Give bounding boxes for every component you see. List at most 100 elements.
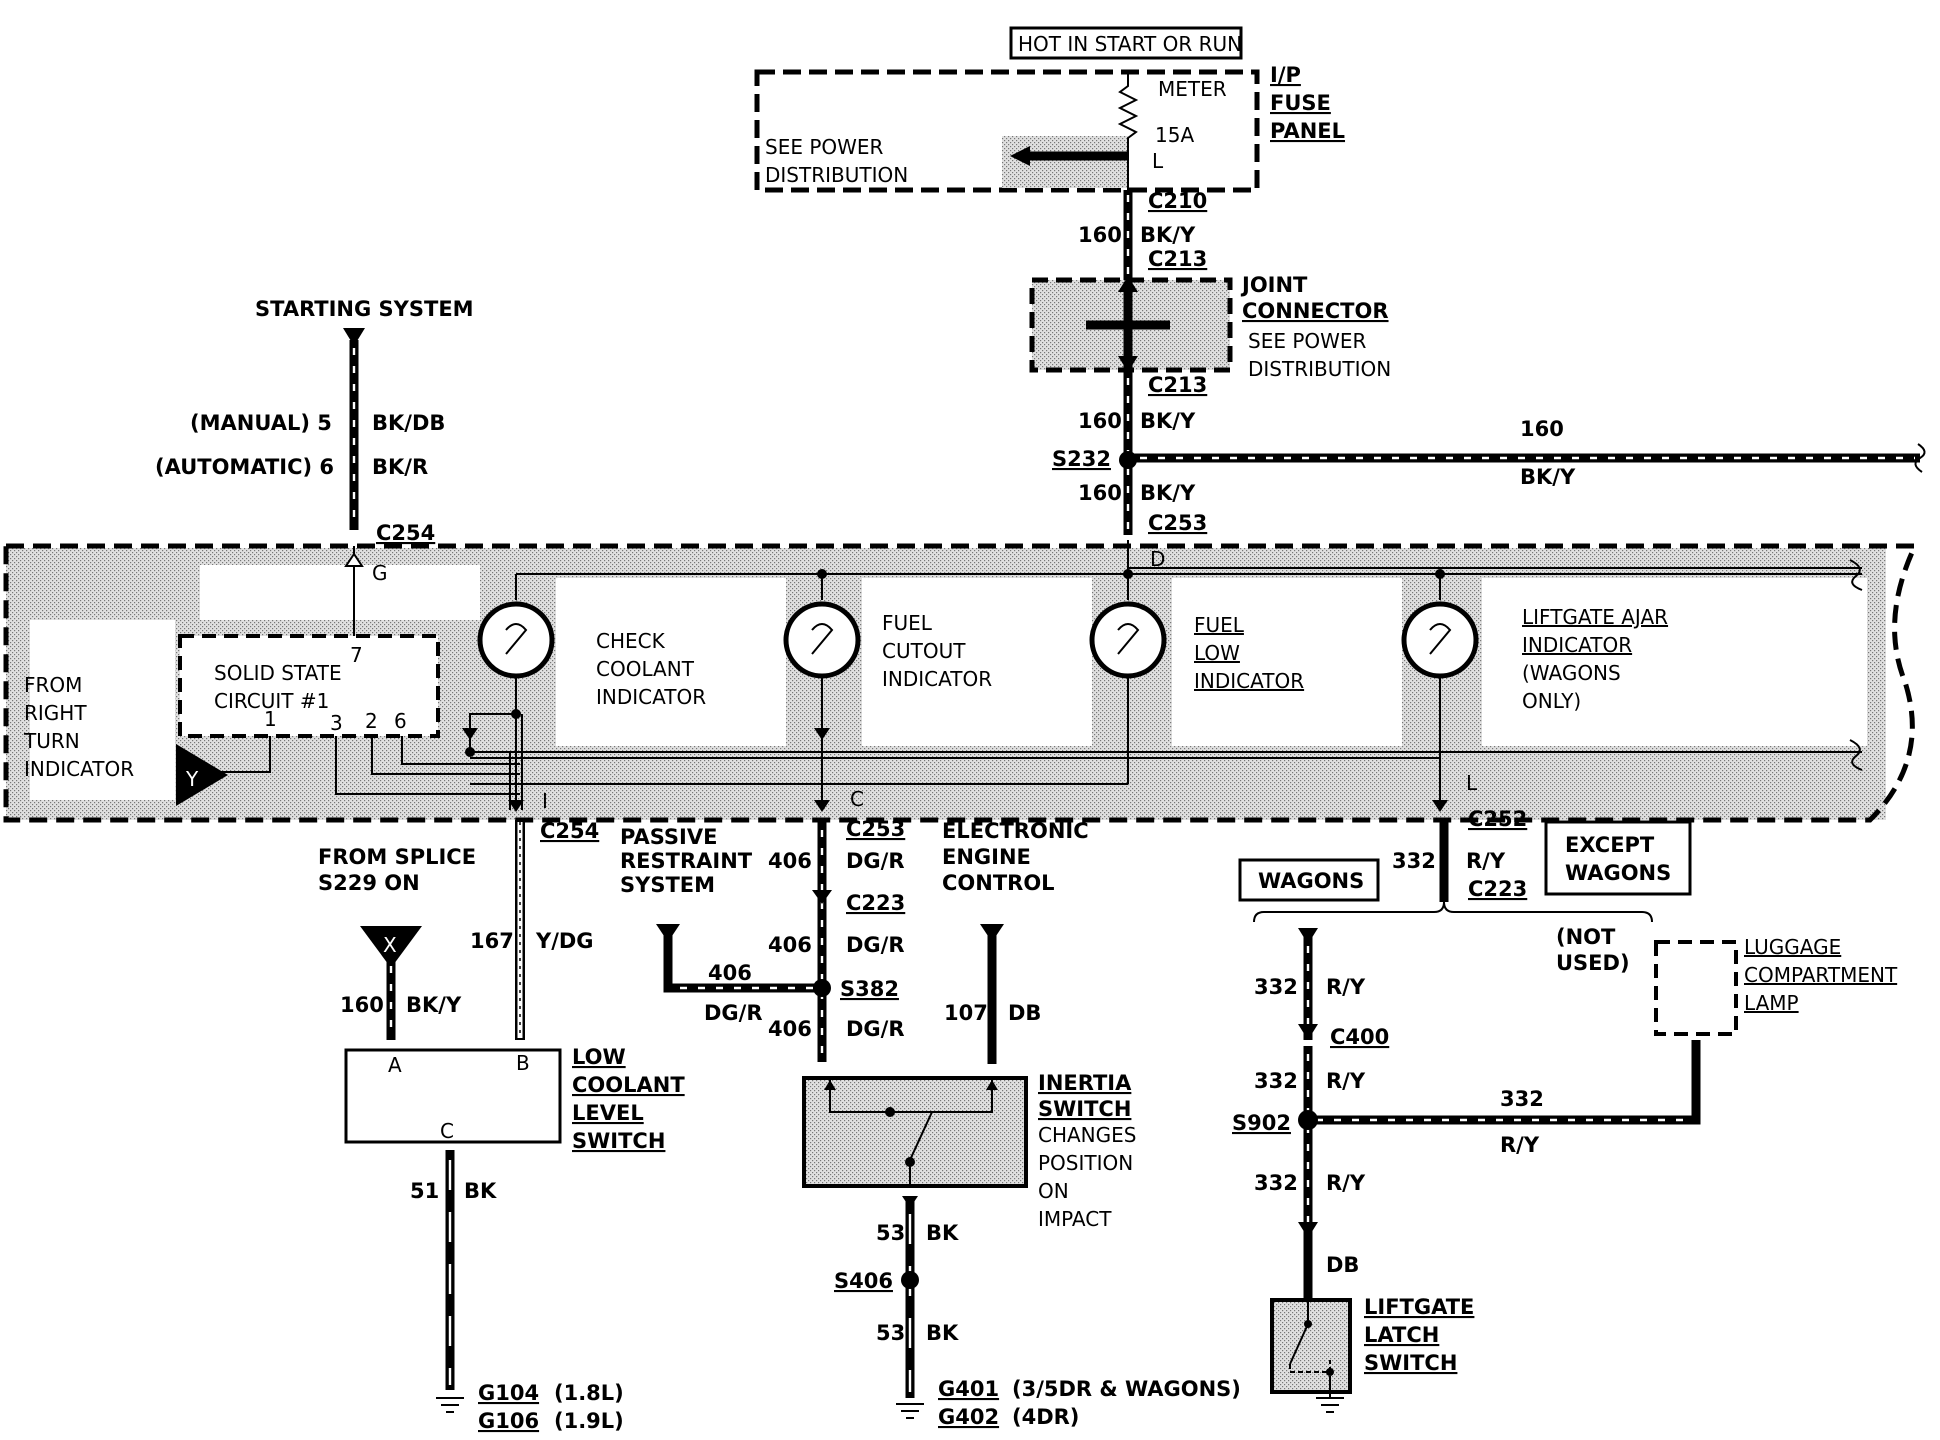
conn-c254-a: C254 [376,521,435,545]
conn-c213-a: C213 [1148,247,1207,271]
circ-107: 107 [944,1001,988,1025]
check-coolant-2: COOLANT [596,657,695,681]
passive-1: PASSIVE [620,825,717,849]
from-right-3: TURN [23,729,80,753]
starting-system: STARTING SYSTEM (MANUAL) 5 BK/DB (AUTOMA… [155,297,474,545]
check-coolant-1: CHECK [596,629,666,653]
liftgate-ajar-2: INDICATOR [1522,633,1632,657]
splice-s232: S232 [1052,447,1111,471]
lcs-title-4: SWITCH [572,1129,665,1153]
ssc-pin-1: 1 [264,707,277,731]
splice-s406: S406 [834,1269,893,1293]
luggage-1: LUGGAGE [1744,935,1841,959]
instrument-cluster: SOLID STATE CIRCUIT #1 7 1 3 2 6 G Y [3,540,1919,823]
conn-c253-a: C253 [1148,511,1207,535]
circ-406-b: 406 [768,933,812,957]
inertia-title-3: CHANGES [1038,1123,1136,1147]
y-marker-label: Y [185,767,199,791]
inertia-title-5: ON [1038,1179,1069,1203]
joint-see-2: DISTRIBUTION [1248,357,1391,381]
fuse-title-2: FUSE [1270,91,1331,115]
pin-d: D [1150,547,1165,571]
inertia-title-2: SWITCH [1038,1097,1131,1121]
not-used-2: USED) [1556,951,1630,975]
color-bky-a: BK/Y [1140,223,1196,247]
circ-167: 167 [470,929,514,953]
circ-332-c: 332 [1254,1069,1298,1093]
liftgate-latch-switch-box [1270,1298,1352,1394]
ssc-title-2: CIRCUIT #1 [214,689,329,713]
color-bkr: BK/R [372,455,428,479]
inertia-title-6: IMPACT [1038,1207,1112,1231]
color-ydg: Y/DG [535,929,594,953]
eec-1: ELECTRONIC [942,819,1089,843]
except-wagons-1: EXCEPT [1565,833,1655,857]
from-right-2: RIGHT [24,701,87,725]
ground-g106-note: (1.9L) [554,1409,624,1433]
wagons-box [1238,858,1380,902]
pin-l: L [1466,771,1478,795]
liftgate-latch-1: LIFTGATE [1364,1295,1474,1319]
circ-332-d: 332 [1254,1171,1298,1195]
fuel-cutout-2: CUTOUT [882,639,966,663]
circ-332-b: 332 [1254,975,1298,999]
ssc-pin-7: 7 [350,643,363,667]
conn-c213-b: C213 [1148,373,1207,397]
liftgate-ajar-1: LIFTGATE AJAR [1522,605,1668,629]
low-coolant-branch: C254 FROM SPLICE S229 ON 167 Y/DG X 160 … [318,819,685,1433]
ground-symbol-g401 [896,1403,924,1419]
color-db-latch: DB [1326,1253,1359,1277]
lamp-liftgate-ajar [1401,569,1479,812]
ground-g106: G106 [478,1409,539,1433]
inertia-title-1: INERTIA [1038,1071,1132,1095]
feed-160: C210 160 BK/Y C213 [1078,189,1207,280]
fuse-see-2: DISTRIBUTION [765,163,908,187]
lcs-pin-a: A [388,1053,402,1077]
color-bk-51: BK [464,1179,497,1203]
conn-c253-b: C253 [846,817,905,841]
passive-3: SYSTEM [620,873,715,897]
lcs-pin-b: B [516,1051,530,1075]
wagons-label: WAGONS [1258,869,1364,893]
fuel-low-2: LOW [1194,641,1240,665]
ground-g104-note: (1.8L) [554,1381,624,1405]
conn-c254-b: C254 [540,819,599,843]
color-db-107: DB [1008,1001,1041,1025]
color-bkdb: BK/DB [372,411,445,435]
splice-s406-dot [901,1271,919,1289]
lcs-title-1: LOW [572,1045,626,1069]
lamp-fuel-low [470,569,1167,785]
x-marker-label: X [383,933,397,957]
eec-2: ENGINE [942,845,1031,869]
fuse-feed-arrow [1010,146,1030,166]
circ-332-e: 332 [1500,1087,1544,1111]
ground-g402-note: (4DR) [1012,1405,1079,1429]
starting-system-label: STARTING SYSTEM [255,297,474,321]
conn-c223-b: C223 [1468,877,1527,901]
joint-title-1: JOINT [1240,273,1308,297]
x-marker [360,926,422,968]
fuel-low-3: INDICATOR [1194,669,1304,693]
circ-160-c: 160 [1078,481,1122,505]
ssc-title-1: SOLID STATE [214,661,342,685]
circ-160-b: 160 [1078,409,1122,433]
circ-53-b: 53 [876,1321,905,1345]
fuse-meter: METER [1158,77,1227,101]
splice-s902: S902 [1232,1111,1291,1135]
lcs-title-3: LEVEL [572,1101,644,1125]
low-coolant-switch-box [344,1048,562,1144]
liftgate-ajar-3: (WAGONS [1522,661,1621,685]
lcs-pin-c: C [440,1119,454,1143]
hot-label: HOT IN START OR RUN [1018,32,1242,56]
splice-s382: S382 [840,977,899,1001]
conn-c210: C210 [1148,189,1207,213]
circ-160-d: 160 [1520,417,1564,441]
from-right-4: INDICATOR [24,757,134,781]
fuel-cutout-1: FUEL [882,611,933,635]
from-splice-1: FROM SPLICE [318,845,476,869]
except-wagons-2: WAGONS [1565,861,1671,885]
color-dgr-b: DG/R [846,933,905,957]
conn-c252: C252 [1468,807,1527,831]
not-used-1: (NOT [1556,925,1616,949]
feed-160-lower: C213 160 BK/Y S232 160 BK/Y C253 160 BK/… [1052,372,1926,535]
